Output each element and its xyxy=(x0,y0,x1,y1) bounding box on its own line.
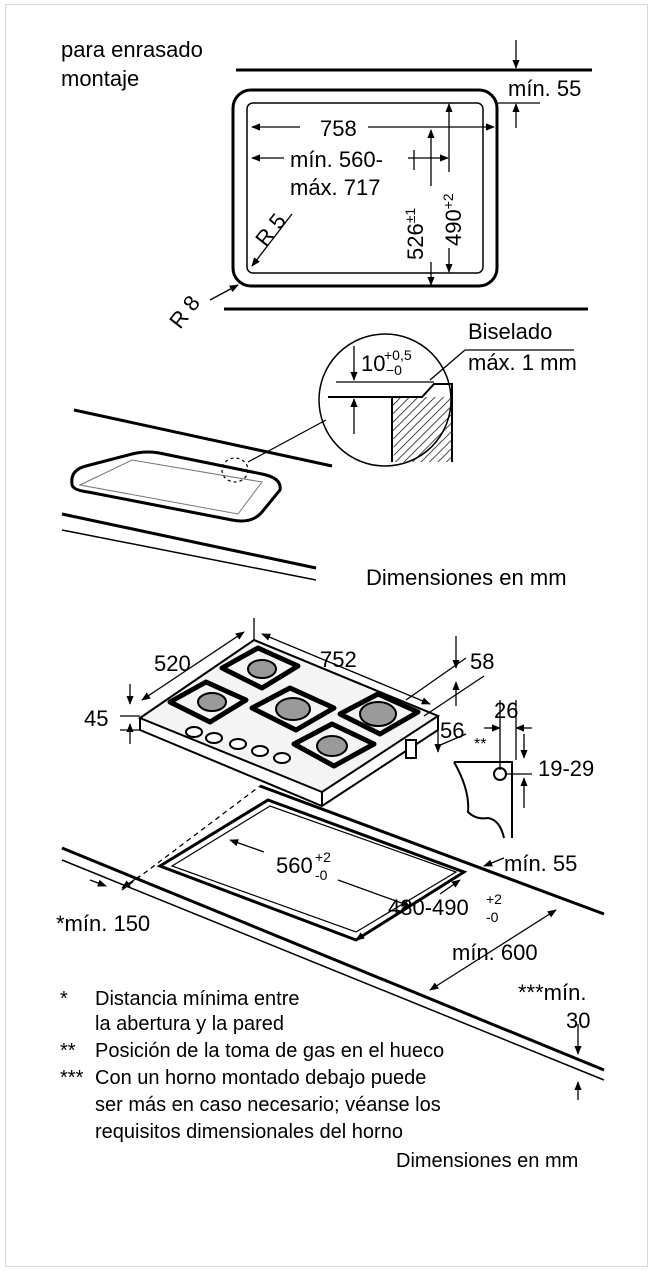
min-front-label: mín. 55 xyxy=(504,851,577,876)
gas-offset-h-label: 26 xyxy=(494,698,518,723)
hob-front-offset-label: 58 xyxy=(470,649,494,674)
footnote-mark-2: ** xyxy=(60,1040,76,1062)
bevel-depth-tol-minus: −0 xyxy=(386,362,402,378)
radius-outer-label: R 8 xyxy=(164,291,205,333)
cutout-width-tol-plus: +2 xyxy=(315,849,331,865)
hob-width-label: 752 xyxy=(320,647,357,672)
footnote-1-line2: la abertura y la pared xyxy=(95,1013,285,1035)
min-wall-label: *mín. 150 xyxy=(56,911,150,936)
gas-mark-label: ** xyxy=(474,736,486,753)
page-frame xyxy=(5,4,648,1267)
units-label-bottom: Dimensiones en mm xyxy=(396,1150,579,1172)
mounting-label-line2: montaje xyxy=(61,66,139,91)
cutout-depth-tol-plus: +2 xyxy=(486,891,502,907)
bevel-depth-tol-plus: +0,5 xyxy=(384,347,412,363)
footnote-3-line1: Con un horno montado debajo puede xyxy=(95,1067,427,1089)
min-below-line2: 30 xyxy=(566,1008,590,1033)
units-label-top: Dimensiones en mm xyxy=(366,565,567,590)
bevel-label-line1: Biselado xyxy=(468,319,552,344)
cutout-width-label: 560 xyxy=(276,853,313,878)
min-below-line1: ***mín. xyxy=(518,980,586,1005)
footnote-1-line1: Distancia mínima entre xyxy=(95,988,300,1010)
footnote-3-line2: ser más en caso necesario; véanse los xyxy=(95,1094,441,1116)
worktop-install xyxy=(61,784,605,1100)
bevel-label-line2: máx. 1 mm xyxy=(468,350,577,375)
footnote-2-line1: Posición de la toma de gas en el hueco xyxy=(95,1040,445,1062)
footnote-3-line3: requisitos dimensionales del horno xyxy=(95,1121,403,1143)
width-inner-line1: mín. 560- xyxy=(290,147,383,172)
cutout-depth-label: 480-490 xyxy=(388,895,469,920)
cutout-width-tol-minus: -0 xyxy=(315,867,328,883)
footnote-mark-1: * xyxy=(60,988,68,1010)
depth-inner-label: 490+2 xyxy=(440,193,466,246)
mounting-label-line1: para enrasado xyxy=(61,37,203,62)
worktop-detail xyxy=(61,333,574,581)
cutout-depth-tol-minus: -0 xyxy=(486,909,499,925)
width-inner-line2: máx. 717 xyxy=(290,175,381,200)
radius-inner-label: R 5 xyxy=(250,209,291,251)
gas-offset-v-label: 19-29 xyxy=(538,756,594,781)
hob-depth-label: 520 xyxy=(154,651,191,676)
bevel-depth-label: 10 xyxy=(361,351,385,376)
width-outer-label: 758 xyxy=(320,116,357,141)
hob-drawing xyxy=(120,618,532,839)
depth-outer-label: 526±1 xyxy=(402,208,428,260)
hob-height-label: 45 xyxy=(84,706,108,731)
cutout-plan xyxy=(209,40,592,311)
hob-side-offset-label: 56 xyxy=(440,718,464,743)
min-rear-label: mín. 55 xyxy=(508,76,581,101)
min-depth-label: mín. 600 xyxy=(452,940,538,965)
footnote-mark-3: *** xyxy=(60,1067,84,1089)
